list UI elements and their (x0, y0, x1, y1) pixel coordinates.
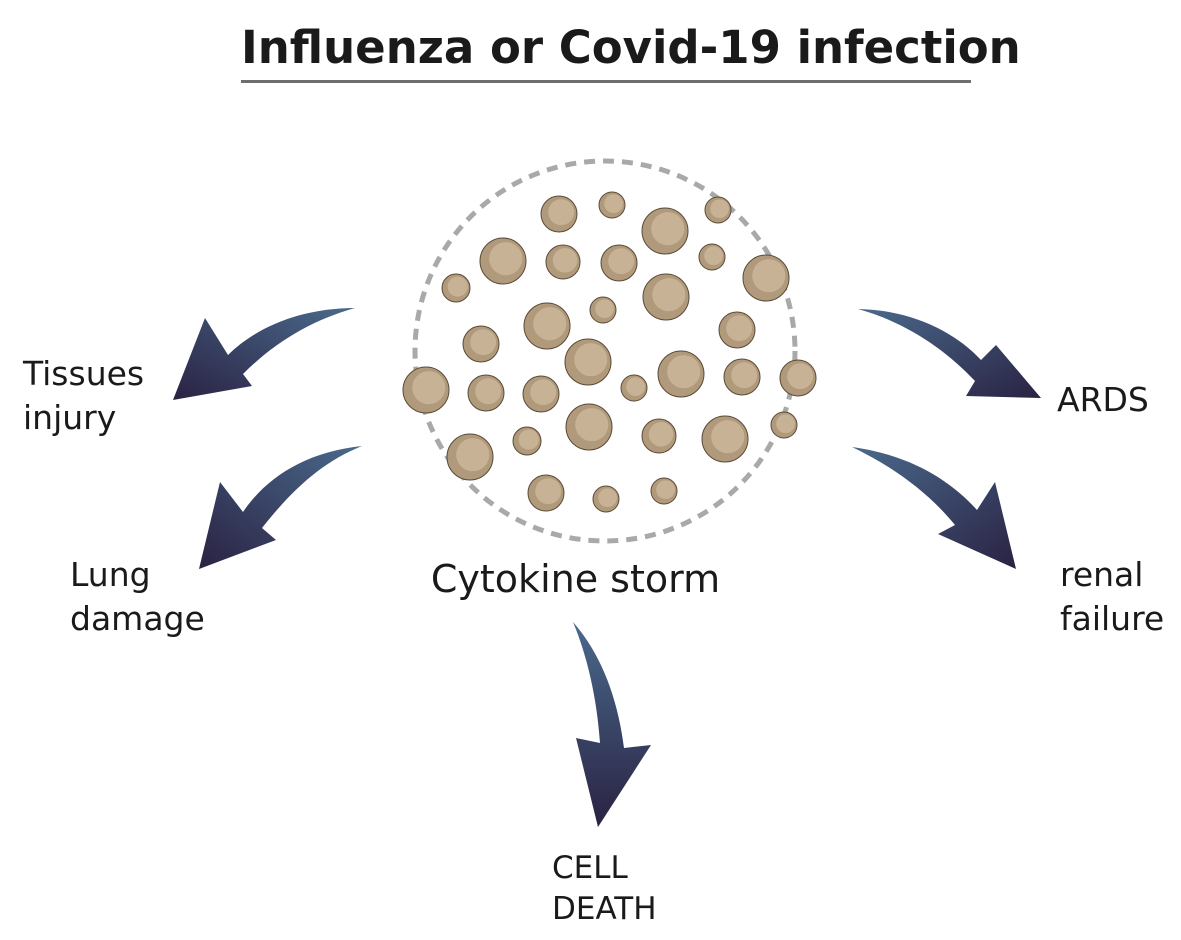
label-lung-damage: Lung damage (70, 553, 205, 641)
label-line: CELL (552, 850, 628, 886)
cytokine-particle-highlight (604, 194, 623, 214)
arrow-to-cell-death (573, 622, 651, 827)
cytokine-particle-highlight (776, 414, 795, 434)
label-line: damage (70, 598, 205, 638)
cytokine-particle-highlight (787, 363, 814, 390)
label-renal-failure: renal failure (1060, 553, 1164, 641)
cytokine-particle-highlight (626, 377, 645, 397)
label-line: injury (23, 397, 117, 437)
label-tissues-injury: Tissues injury (23, 352, 144, 440)
cytokine-particle-highlight (574, 343, 608, 377)
cytokine-storm-label: Cytokine storm (430, 557, 721, 601)
cytokine-particle-highlight (704, 246, 723, 266)
cytokine-particle-highlight (470, 329, 497, 356)
cytokine-particle-highlight (667, 355, 701, 389)
cytokine-particle-highlight (552, 248, 578, 273)
cytokine-particle-highlight (652, 278, 686, 312)
arrow-to-tissues-injury (173, 308, 355, 400)
label-line: Lung (70, 555, 151, 594)
cytokine-particle-highlight (447, 276, 468, 297)
label-line: DEATH (552, 891, 657, 928)
cytokine-particle-highlight (530, 379, 557, 406)
arrow-to-lung-damage (199, 446, 362, 569)
label-ards: ARDS (1057, 378, 1149, 422)
cytokine-boundary (412, 158, 798, 544)
label-line: Tissues (23, 354, 145, 393)
cytokine-particle-highlight (489, 242, 523, 276)
label-cell-death: CELL DEATH (552, 848, 657, 930)
cytokine-particle-highlight (710, 199, 729, 219)
cytokine-particle-highlight (752, 259, 786, 293)
cytokine-particle-highlight (533, 307, 567, 341)
arrow-to-renal-failure (852, 447, 1016, 569)
cytokine-particle-highlight (651, 212, 685, 246)
cytokine-particle-highlight (711, 420, 745, 454)
cytokine-particle-highlight (518, 429, 539, 450)
cytokine-particle-highlight (575, 408, 609, 442)
center-label: Cytokine storm (0, 554, 1181, 605)
title-underline (241, 80, 971, 83)
cytokine-particle-highlight (608, 248, 635, 275)
cytokine-particle-highlight (598, 488, 617, 508)
label-line: ARDS (1057, 380, 1149, 419)
arrow-to-ards (858, 309, 1041, 398)
cytokine-particle-highlight (648, 422, 674, 447)
cytokine-particles (402, 191, 817, 513)
cytokine-particle-highlight (475, 378, 502, 405)
cytokine-particle-highlight (548, 199, 575, 226)
cytokine-particle-highlight (656, 480, 675, 500)
label-line: renal (1060, 555, 1144, 594)
page-title: Influenza or Covid-19 infection (241, 21, 1021, 74)
cytokine-particle-highlight (535, 478, 562, 505)
cytokine-particle-highlight (412, 371, 446, 405)
cytokine-particle-highlight (726, 315, 753, 342)
cytokine-particle-highlight (595, 299, 614, 319)
cytokine-particle-highlight (731, 362, 758, 389)
label-line: failure (1060, 598, 1165, 638)
cytokine-particle-highlight (456, 438, 490, 472)
